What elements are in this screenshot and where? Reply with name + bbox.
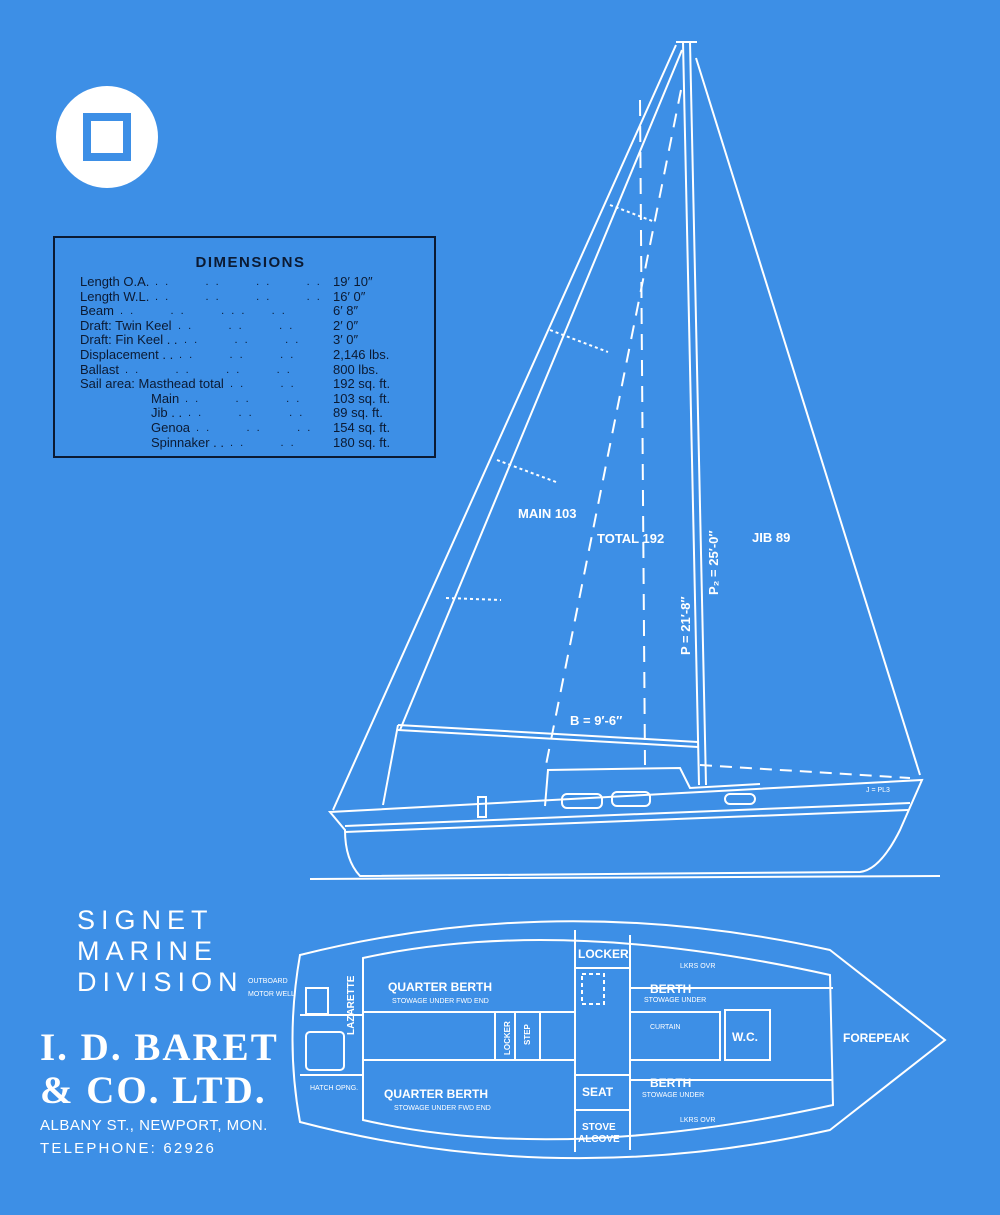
division-line-2: MARINE [77,936,219,966]
dimension-dots: . . . . . . [188,407,305,420]
label-outboard: OUTBOARD [248,978,288,985]
dimension-row: Main . . . . . . 103 sq. ft. [80,390,415,407]
dimension-row: Jib . . . . . . . . 89 sq. ft. [80,406,415,421]
sail-plan-drawing: MAIN 103 TOTAL 192 JIB 89 B = 9′-6″ P₂ =… [309,41,941,880]
division-line-3: DIVISION [77,967,244,997]
company-block: I. D. BARET & CO. LTD. ALBANY ST., NEWPO… [40,1025,279,1157]
label-berth-bottom: BERTH [650,1076,691,1090]
dimension-value: 2,146 lbs. [333,346,390,362]
dimension-label: Sail area: Masthead total [80,376,224,392]
label-seat: SEAT [582,1085,614,1099]
dimension-dots: . . . . . . . . [155,276,322,288]
dimension-label: Beam [80,303,114,319]
dimension-row: Genoa . . . . . . 154 sq. ft. [80,419,415,436]
dimension-label: Draft: Fin Keel . . [80,332,178,348]
dimension-row: Sail area: Masthead total . . . . 192 sq. … [80,377,415,392]
deck-plan-drawing: QUARTER BERTH QUARTER BERTH LOCKER SEAT … [248,920,947,1160]
dimension-dots: . . . . [230,378,296,391]
dimension-label: Length W.L. [80,288,150,304]
dimension-row: Draft: Twin Keel . . . . . . 2′ 0″ [80,317,415,334]
label-quarter-berth-top: QUARTER BERTH [388,980,492,994]
dimension-value: 154 sq. ft. [333,419,391,435]
dimension-value: 2′ 0″ [333,317,359,333]
company-telephone: TELEPHONE: 62926 [40,1140,217,1157]
dimension-dots: . . . . . . . . . [120,305,287,318]
company-address: ALBANY ST., NEWPORT, MON. [40,1117,268,1134]
dimension-value: 180 sq. ft. [333,434,391,450]
label-p: P = 21′-8″ [678,596,693,655]
label-p2: P₂ = 25′-0″ [706,530,721,595]
dimension-value: 19′ 10″ [333,274,373,289]
label-wc: W.C. [732,1030,758,1044]
label-berth-bottom-sub: STOWAGE UNDER [642,1092,704,1099]
dimension-label: Displacement . . [80,346,174,362]
dimension-row: Spinnaker . . . . . . 180 sq. ft. [80,434,415,451]
label-motor-well: MOTOR WELL [248,991,295,998]
dimensions-title: DIMENSIONS [195,254,306,271]
label-curtain: CURTAIN [650,1024,680,1031]
label-lkrs-ovr-bottom: LKRS OVR [680,1117,715,1124]
label-forepeak: FOREPEAK [843,1031,910,1045]
label-hatch: HATCH OPNG. [310,1085,358,1092]
dimension-dots: . . . . [230,436,296,449]
dimensions-table: DIMENSIONS Length O.A. . . . . . . . . 19′… [53,236,436,458]
label-jib: JIB 89 [752,530,790,545]
dimension-label: Length O.A. [80,274,150,289]
dimension-label: Jib . . [151,405,183,421]
label-main: MAIN 103 [518,506,577,521]
division-line-1: SIGNET [77,905,214,935]
label-hull-mark: J = PL3 [866,787,890,794]
label-step: STEP [523,1023,532,1045]
label-locker-top: LOCKER [578,947,629,961]
label-total: TOTAL 192 [597,531,664,546]
dimension-value: 3′ 0″ [333,332,359,348]
label-boom: B = 9′-6″ [570,713,622,728]
label-stove: STOVE [582,1122,616,1133]
dimension-value: 6′ 8″ [333,303,359,319]
dimension-row: Length O.A. . . . . . . . . 19′ 10″ [80,274,415,290]
division-name: SIGNET MARINE DIVISION [77,905,244,998]
company-name-2: & CO. LTD. [40,1069,267,1112]
label-quarter-berth-bottom: QUARTER BERTH [384,1087,488,1101]
dimension-dots: . . . . . . . . [155,290,322,303]
dimension-row: Ballast . . . . . . . . 800 lbs. [80,361,415,378]
dimension-label: Spinnaker . . [151,434,224,450]
label-lkrs-ovr-top: LKRS OVR [680,963,715,970]
dimension-label: Main [151,390,180,406]
label-stowage-bottom: STOWAGE UNDER FWD END [394,1105,491,1112]
dimension-row: Length W.L. . . . . . . . . 16′ 0″ [80,288,415,305]
dimension-value: 192 sq. ft. [333,376,391,392]
square-logo-icon [56,86,158,188]
dimension-row: Displacement . . . . . . . . 2,146 lbs. [80,346,415,363]
dimension-value: 103 sq. ft. [333,390,391,406]
dimension-value: 800 lbs. [333,361,379,377]
label-locker-mid: LOCKER [503,1021,512,1055]
dimension-value: 89 sq. ft. [333,405,383,421]
dimension-dots: . . . . . . [184,334,301,347]
dimension-row: Draft: Fin Keel . . . . . . . . 3′ 0″ [80,333,415,348]
dimension-label: Ballast [80,361,120,377]
label-alcove: ALCOVE [578,1134,620,1145]
dimension-value: 16′ 0″ [333,288,366,304]
label-stowage-top: STOWAGE UNDER FWD END [392,998,489,1005]
dimension-label: Genoa [151,419,191,435]
label-berth-top-sub: STOWAGE UNDER [644,997,706,1004]
dimension-dots: . . . . . . [185,392,302,405]
dimension-row: Beam . . . . . . . . . 6′ 8″ [80,304,415,319]
dimension-label: Draft: Twin Keel [80,317,172,333]
label-berth-top: BERTH [650,982,691,996]
label-lazarette: LAZARETTE [346,975,357,1035]
dimension-dots: . . . . . . . . [125,363,292,376]
dimension-dots: . . . . . . [196,421,313,434]
dimension-dots: . . . . . . [179,348,296,361]
dimensions-rows: Length O.A.. . . . . . . .19′ 10″Length … [80,274,415,451]
company-name-1: I. D. BARET [40,1026,279,1069]
dimension-dots: . . . . . . [178,319,295,332]
